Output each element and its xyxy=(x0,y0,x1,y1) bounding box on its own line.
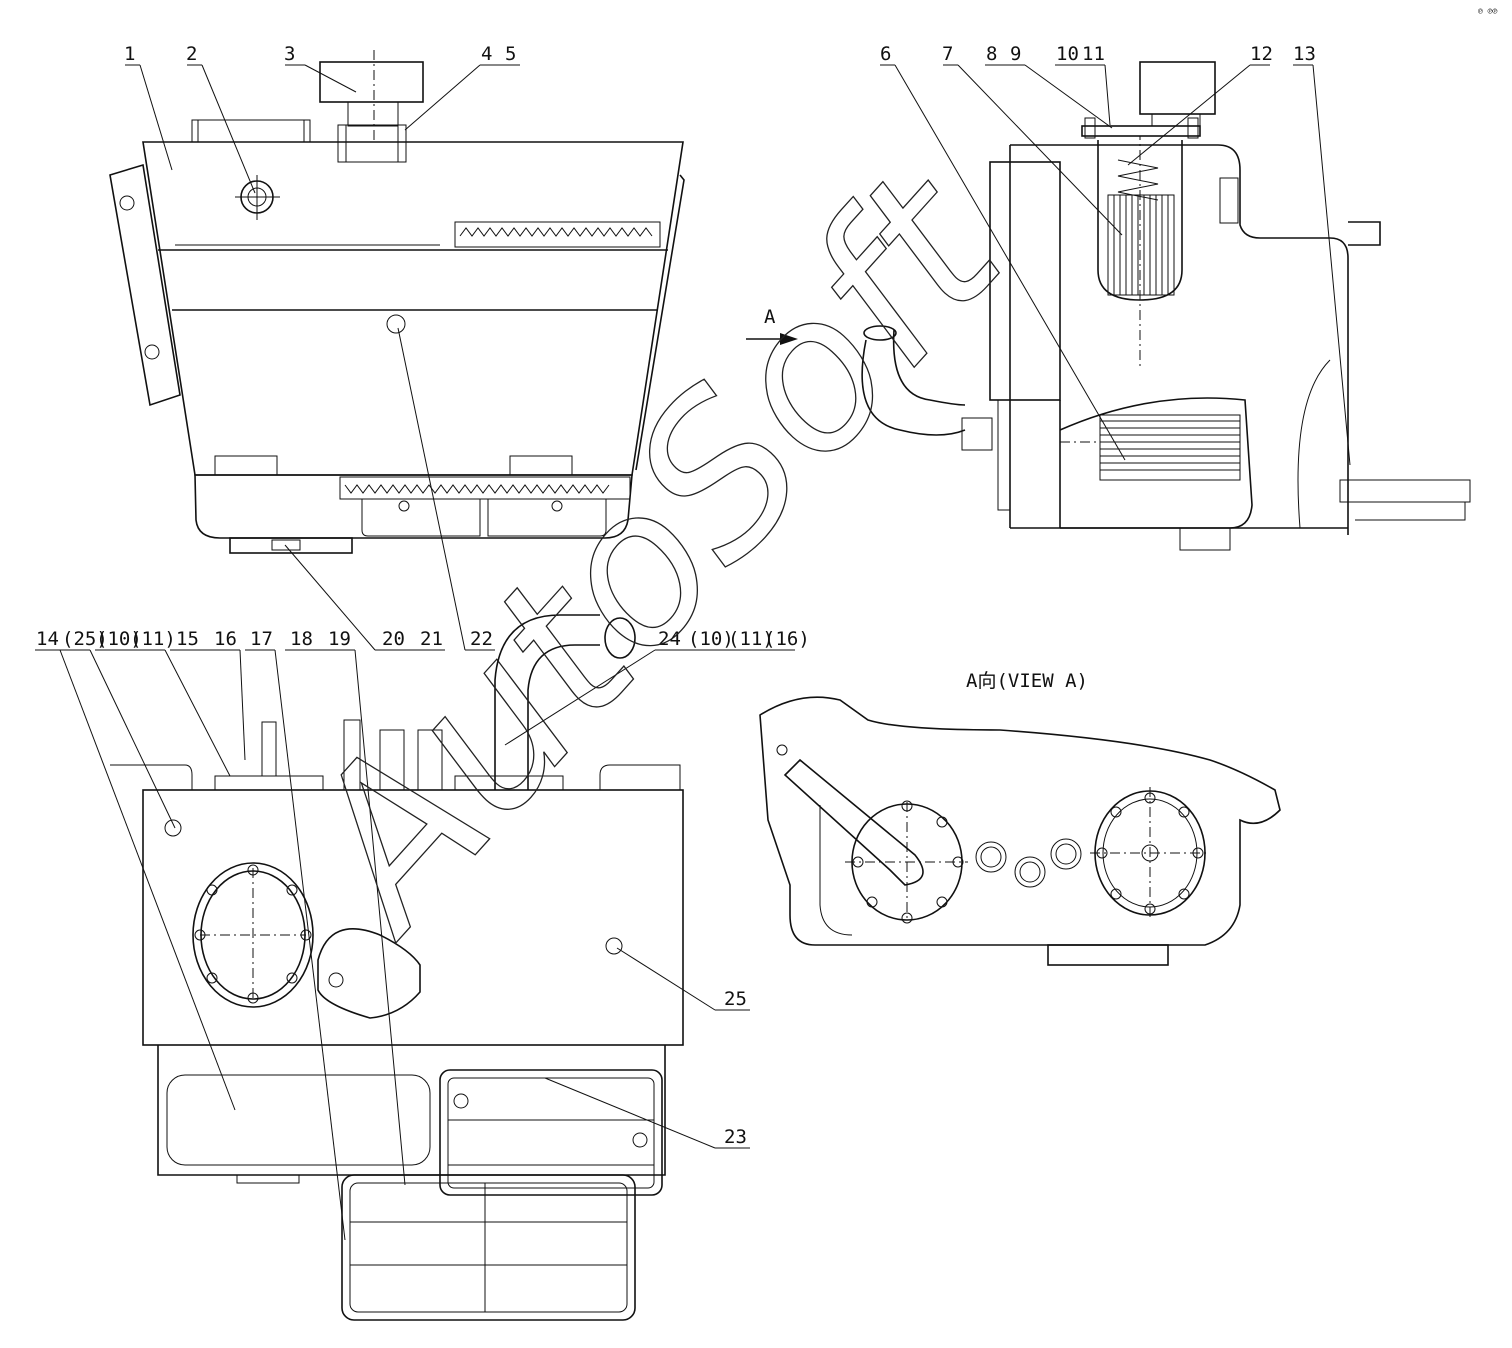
heat-shield xyxy=(317,928,421,1019)
callout-14: 14 xyxy=(36,628,59,650)
tank-shell xyxy=(1010,144,1349,535)
callout-10-ref: (10) xyxy=(96,628,142,650)
inspection-cover xyxy=(192,862,314,1008)
cooler-fins xyxy=(454,221,661,248)
side-panel xyxy=(989,161,1061,401)
callout-7: 7 xyxy=(942,43,953,65)
mount-bracket xyxy=(109,163,181,407)
callout-8: 8 xyxy=(986,43,997,65)
tank-side xyxy=(142,789,684,1046)
callout-3: 3 xyxy=(284,43,295,65)
callout-11-ref: (11) xyxy=(130,628,176,650)
callout-10-ref-2: (10) xyxy=(688,628,734,650)
callout-11-ref-2: (11) xyxy=(728,628,774,650)
suction-pipe xyxy=(783,758,924,886)
pipe-bend xyxy=(494,614,600,790)
side-cooler xyxy=(439,1069,663,1196)
callout-16: 16 xyxy=(214,628,237,650)
callout-17: 17 xyxy=(250,628,273,650)
callout-2: 2 xyxy=(186,43,197,65)
callout-11: 11 xyxy=(1082,43,1105,65)
lower-cooler xyxy=(339,476,631,500)
tank-outline xyxy=(759,696,1281,946)
callout-19: 19 xyxy=(328,628,351,650)
callout-18: 18 xyxy=(290,628,313,650)
side-view xyxy=(110,614,684,1321)
callout-9: 9 xyxy=(1010,43,1021,65)
corner-mark: ℗ ℗℗ xyxy=(1478,7,1497,16)
tank-edge xyxy=(635,174,685,471)
callouts: 1 2 3 4 5 6 7 8 9 10 11 12 13 14 (25) (1… xyxy=(36,7,1497,1148)
section-view xyxy=(746,61,1471,551)
callout-1: 1 xyxy=(124,43,135,65)
callout-20: 20 xyxy=(382,628,405,650)
callout-12: 12 xyxy=(1250,43,1273,65)
view-a xyxy=(759,696,1281,966)
plug xyxy=(386,314,406,334)
bolt-hole xyxy=(144,344,160,360)
bottom-cooler xyxy=(341,1174,636,1321)
arrow-label: A xyxy=(764,306,776,328)
bolt-hole xyxy=(119,195,135,211)
front-view xyxy=(109,50,685,554)
leader-lines xyxy=(35,64,1351,1241)
callout-5: 5 xyxy=(505,43,516,65)
callout-25: 25 xyxy=(724,988,747,1010)
tank-lower xyxy=(157,1045,666,1176)
tank-base xyxy=(194,474,633,539)
callout-25-ref: (25) xyxy=(62,628,108,650)
callout-22: 22 xyxy=(470,628,493,650)
callout-13: 13 xyxy=(1293,43,1316,65)
view-label: A向(VIEW A) xyxy=(966,670,1088,692)
watermark: AutoSoft xyxy=(250,126,1051,977)
return-filter xyxy=(1059,397,1253,529)
suction-hose xyxy=(861,339,966,436)
callout-24: 24 xyxy=(658,628,681,650)
callout-23: 23 xyxy=(724,1126,747,1148)
arrow-head xyxy=(780,333,798,345)
callout-21: 21 xyxy=(420,628,443,650)
bottom-plate xyxy=(229,537,353,554)
callout-16-ref: (16) xyxy=(764,628,810,650)
callout-15: 15 xyxy=(176,628,199,650)
callout-10: 10 xyxy=(1056,43,1079,65)
callout-4: 4 xyxy=(481,43,492,65)
filler-cap xyxy=(319,61,424,103)
breather-cap xyxy=(1139,61,1216,115)
callout-6: 6 xyxy=(880,43,891,65)
